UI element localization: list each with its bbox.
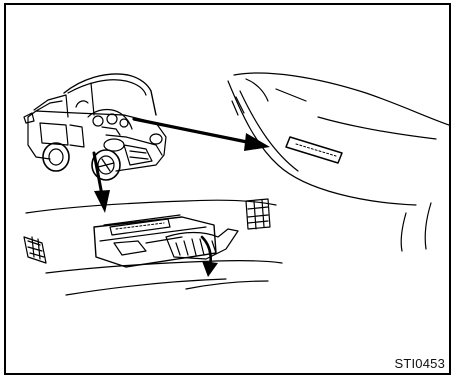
hood-underside-label-icon (228, 73, 449, 251)
vehicle-label-location-illustration (6, 5, 449, 373)
figure-code: STI0453 (392, 356, 445, 371)
figure-frame: STI0453 (4, 3, 451, 375)
air-box-label-icon (24, 199, 282, 295)
